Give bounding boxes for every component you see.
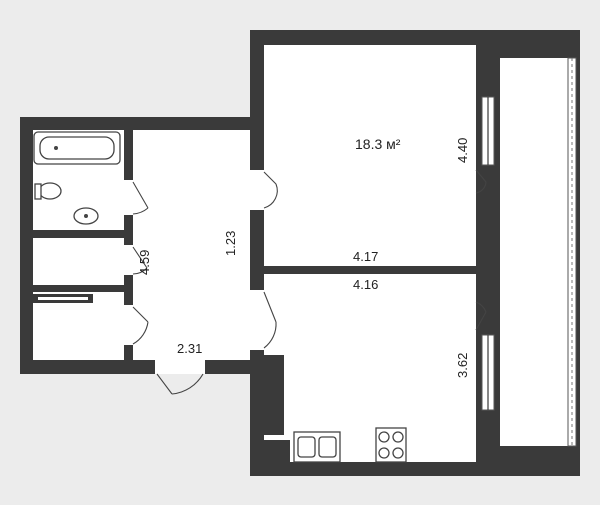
door-balcony-top: [475, 169, 487, 194]
door-closet: [132, 246, 148, 275]
stove-burner-4: [392, 447, 404, 459]
door-toilet: [132, 306, 149, 345]
wall-closet-toilet: [33, 285, 124, 292]
door-entrance: [156, 373, 204, 395]
bathtub-inner: [39, 136, 115, 160]
hall-floor: [133, 130, 250, 360]
living-room-floor: [264, 45, 476, 266]
wall-kitchen-left-stub: [264, 355, 284, 435]
windows: [481, 57, 577, 447]
door-kitchen: [263, 291, 277, 349]
opening-closet: [124, 245, 133, 275]
door-living: [263, 171, 278, 209]
dim-room-height: 4.40: [455, 138, 470, 163]
wall-hall-rooms: [250, 210, 264, 280]
kitchen-sink-bowl-right: [318, 436, 337, 458]
sink-drain: [84, 214, 88, 218]
dim-room-width-bottom: 4.16: [353, 277, 378, 292]
opening-toilet: [124, 305, 133, 345]
bathroom-fixtures: [33, 131, 121, 225]
doors: [132, 169, 487, 395]
toilet-bowl: [38, 182, 62, 200]
balcony-floor: [500, 58, 568, 446]
door-bath: [132, 181, 149, 215]
dim-room-width-top: 4.17: [353, 249, 378, 264]
opening-bath: [124, 180, 133, 215]
closet-floor: [33, 238, 124, 285]
kitchen-sink-bowl-left: [297, 436, 316, 458]
stove-burner-2: [392, 431, 404, 443]
living-room-area: 18.3 м²: [355, 136, 401, 152]
room-floors: [33, 45, 568, 462]
bathtub-drain: [54, 146, 58, 150]
dim-kitchen-height: 3.62: [455, 353, 470, 378]
wall-bath-closet: [33, 230, 124, 238]
wall-living-kitchen: [264, 266, 476, 274]
opening-entrance: [155, 360, 205, 374]
dim-hall-width: 2.31: [177, 341, 202, 356]
toilet-tank: [34, 183, 42, 200]
labels: 18.3 м² 4.40 4.17 4.16 3.62 4.59 2.31 1.…: [137, 136, 470, 378]
opening-hall-kitchen: [250, 290, 264, 350]
wall-kitchen-stub-low: [264, 440, 290, 462]
kitchen-floor: [264, 274, 476, 462]
kitchen-fixtures: [293, 427, 407, 463]
door-balcony-bottom: [475, 301, 487, 331]
toilet-floor: [33, 292, 124, 360]
dim-corridor-gap: 1.23: [223, 231, 238, 256]
door-openings: [124, 170, 264, 374]
stove-burner-1: [378, 431, 390, 443]
opening-hall-living: [250, 170, 264, 210]
dim-hall-length: 4.59: [137, 250, 152, 275]
stove-burner-3: [378, 447, 390, 459]
